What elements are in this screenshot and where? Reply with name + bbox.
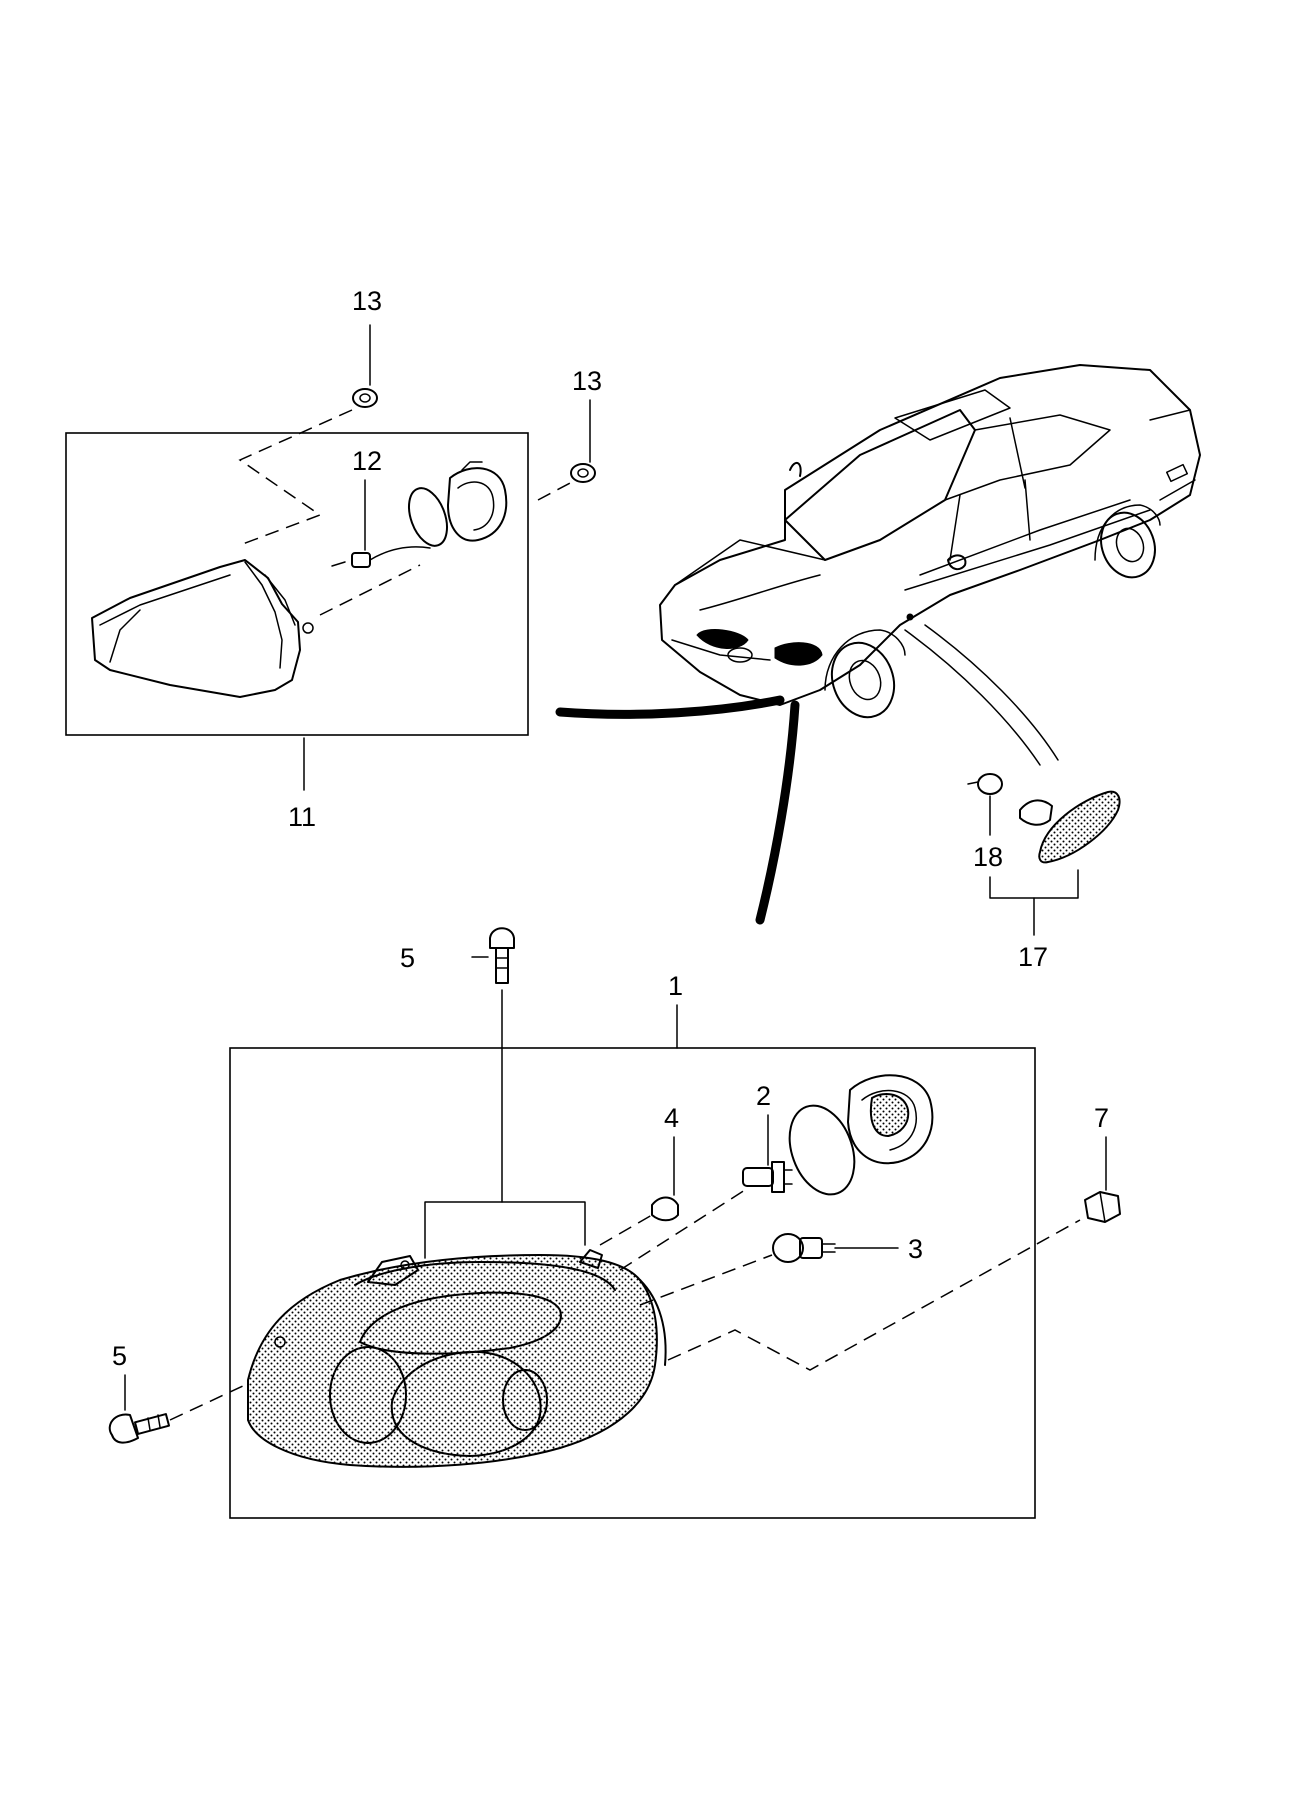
bolt-5-top <box>489 927 515 984</box>
fog-lamp-cap <box>447 461 508 542</box>
callout-12: 12 <box>352 446 382 476</box>
callout-13-top: 13 <box>352 286 382 316</box>
headlamp-pointer-line <box>755 700 800 925</box>
side-marker-leaders <box>989 795 1079 936</box>
callout-13-right: 13 <box>572 366 602 396</box>
callout-5-top: 5 <box>400 943 415 973</box>
side-marker-lamp <box>1019 790 1121 864</box>
fog-lamp-nut-right <box>570 463 596 483</box>
fog-lamp-nut-top <box>352 388 378 408</box>
callout-7: 7 <box>1094 1103 1109 1133</box>
fog-lamp-leaders <box>238 324 591 791</box>
headlamp-bulb-2 <box>742 1161 793 1193</box>
fog-lamp-seal-ring <box>408 487 448 547</box>
headlamp-seal-ring <box>788 1104 856 1196</box>
callout-2: 2 <box>756 1081 771 1111</box>
side-marker-bulb <box>967 773 1003 795</box>
headlamp-housing <box>247 1249 667 1468</box>
turn-signal-bulb-3 <box>772 1233 836 1263</box>
callout-17: 17 <box>1018 942 1048 972</box>
fog-lamp-housing <box>91 559 314 698</box>
parking-bulb-4 <box>651 1196 679 1222</box>
fog-lamp-bulb <box>331 546 431 568</box>
headlamp-rear-cap <box>847 1074 934 1165</box>
fog-lamp-assembly-box <box>65 432 529 736</box>
side-marker-pointer-line <box>904 624 1059 766</box>
clip-7 <box>1084 1191 1121 1223</box>
callout-4: 4 <box>664 1103 679 1133</box>
headlamp-leaders <box>124 956 1107 1421</box>
bolt-5-left <box>108 1413 171 1444</box>
sedan-car-illustration <box>659 364 1201 719</box>
callout-18: 18 <box>973 842 1003 872</box>
callout-1: 1 <box>668 971 683 1001</box>
headlamp-assembly-box <box>229 1047 1036 1519</box>
callout-11: 11 <box>288 802 316 832</box>
fog-lamp-pointer-line <box>555 695 785 719</box>
callout-5-left: 5 <box>112 1341 127 1371</box>
callout-3: 3 <box>908 1234 923 1264</box>
